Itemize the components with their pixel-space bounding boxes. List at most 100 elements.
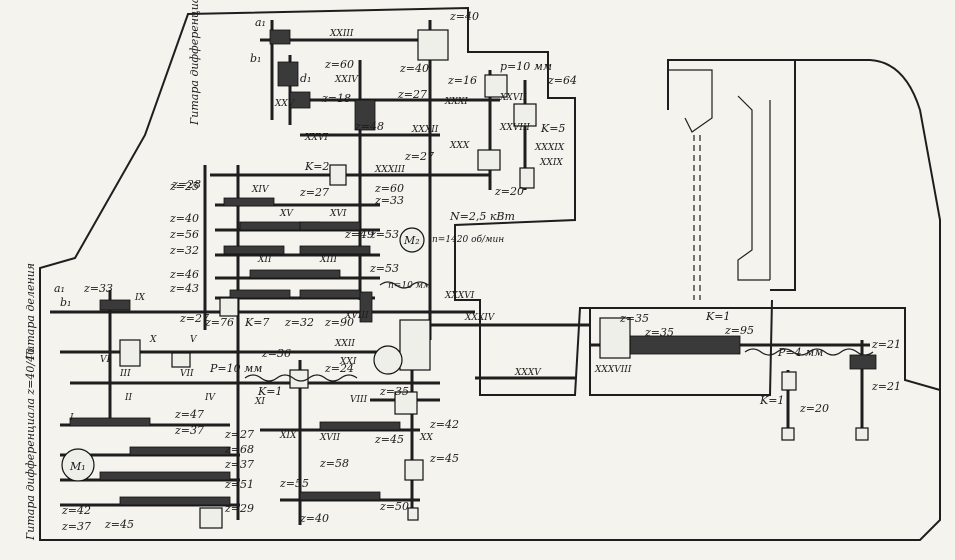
label: z=95 xyxy=(724,324,754,337)
label: M₁ xyxy=(69,460,86,473)
label: z=21 xyxy=(871,380,901,393)
label-dividing-box: Гитара деления xyxy=(24,263,37,361)
label: z=25 xyxy=(169,180,199,193)
label: K=1 xyxy=(759,394,784,407)
label: z=49 xyxy=(344,228,374,241)
spindle-dashed xyxy=(693,135,701,300)
shaft-label: XXXII xyxy=(411,125,439,135)
label: z=64 xyxy=(547,74,577,87)
label: z=60 xyxy=(374,182,404,195)
label: K=2 xyxy=(304,160,329,173)
label: z=35 xyxy=(644,326,674,339)
shaft-label: IX xyxy=(134,293,146,303)
shaft-label: XXXIX xyxy=(534,143,565,153)
label: z=53 xyxy=(369,228,399,241)
label: z=27 xyxy=(404,150,434,163)
label: z=27 xyxy=(179,312,209,325)
label: P=4 мм xyxy=(777,346,823,359)
label: z=45 xyxy=(104,518,134,531)
label: z=18 xyxy=(321,92,351,105)
label: z=42 xyxy=(61,504,91,517)
shaft-label: XIV xyxy=(251,185,270,195)
label: z=43 xyxy=(169,282,199,295)
label: z=42 xyxy=(429,418,459,431)
label: z=40 xyxy=(299,512,329,525)
shaft-label: IV xyxy=(204,393,217,403)
shaft-label: V xyxy=(190,335,198,345)
label: M₂ xyxy=(403,234,420,247)
shaft-label: I xyxy=(69,413,74,423)
shaft-label: XII xyxy=(257,255,272,265)
label: z=40 xyxy=(169,212,199,225)
label: z=32 xyxy=(169,244,199,257)
label: P=10 мм xyxy=(209,362,262,375)
shaft-label: XXXV xyxy=(514,368,542,378)
shaft-label: XXIII xyxy=(329,29,354,39)
shaft-label: XXI xyxy=(339,357,357,367)
label: z=20 xyxy=(494,185,524,198)
label: n=10 мм xyxy=(388,281,431,291)
label: d₁ xyxy=(300,72,311,85)
label: K=5 xyxy=(540,122,565,135)
shaft-label: VI xyxy=(100,355,110,365)
label: z=29 xyxy=(224,502,254,515)
shaft-label: XVIII xyxy=(344,311,369,321)
label: a₁ xyxy=(255,16,266,29)
worm-line-1 xyxy=(244,374,358,382)
label: z=45 xyxy=(429,452,459,465)
column-outline xyxy=(589,59,941,396)
label: z=56 xyxy=(169,228,199,241)
shaft-label: XX xyxy=(419,433,433,443)
parameter-labels: a₁ b₁ d₁ z=40 z=40 z=60 z=16 p=10 мм z=6… xyxy=(54,10,901,533)
label: z=60 xyxy=(324,58,354,71)
shaft-label: XV xyxy=(279,209,294,219)
shaft-label: XXXIII xyxy=(374,165,405,175)
column-inner xyxy=(668,69,771,281)
label: z=37 xyxy=(174,424,204,437)
label: z=33 xyxy=(374,194,404,207)
shaft-label: XI xyxy=(254,397,265,407)
label: z=76 xyxy=(204,316,234,329)
label: z=48 xyxy=(354,120,384,133)
label: z=21 xyxy=(871,338,901,351)
shaft-label: XXIX xyxy=(539,158,563,168)
label: z=50 xyxy=(379,500,409,513)
label: K=1 xyxy=(705,310,730,323)
shaft-label: III xyxy=(119,369,131,379)
label: z=37 xyxy=(61,520,91,533)
shaft-label: XXII xyxy=(334,339,355,349)
gears xyxy=(69,29,877,506)
shaft-label: XIX xyxy=(279,431,297,441)
worm-line-2 xyxy=(744,348,874,356)
label: z=20 xyxy=(799,402,829,415)
label-differential-box: Гитара дифференциала z=40/40 xyxy=(24,348,37,541)
label: z=58 xyxy=(319,457,349,470)
label: z=32 xyxy=(284,316,314,329)
label: b₁ xyxy=(250,52,261,65)
label: z=46 xyxy=(169,268,199,281)
shaft-label: II xyxy=(124,393,133,403)
label: K=1 xyxy=(257,385,282,398)
gear-boxes xyxy=(61,29,869,529)
shaft-label: VIII xyxy=(350,395,368,405)
label: z=40 xyxy=(399,62,429,75)
shaft-label: XVII xyxy=(319,433,340,443)
label: z=27 xyxy=(299,186,329,199)
shaft-label: XVI xyxy=(329,209,347,219)
label: z=24 xyxy=(324,362,354,375)
label: K=7 xyxy=(244,316,269,329)
label: z=27 xyxy=(397,88,427,101)
worm-line-3 xyxy=(379,281,429,289)
shaft-label: XXVIII xyxy=(499,123,530,133)
shaft-numerals: XXIII XXIV XXV XXXI XXVI XXXII XXX XXXII… xyxy=(69,29,632,443)
label: z=37 xyxy=(224,458,254,471)
label: n=1420 об/мин xyxy=(432,234,504,245)
label: z=53 xyxy=(369,262,399,275)
label: p=10 мм xyxy=(500,60,552,73)
shaft-label: X xyxy=(149,335,157,345)
shaft-label: VII xyxy=(180,369,194,379)
label: z=45 xyxy=(374,433,404,446)
label: z=33 xyxy=(83,282,113,295)
